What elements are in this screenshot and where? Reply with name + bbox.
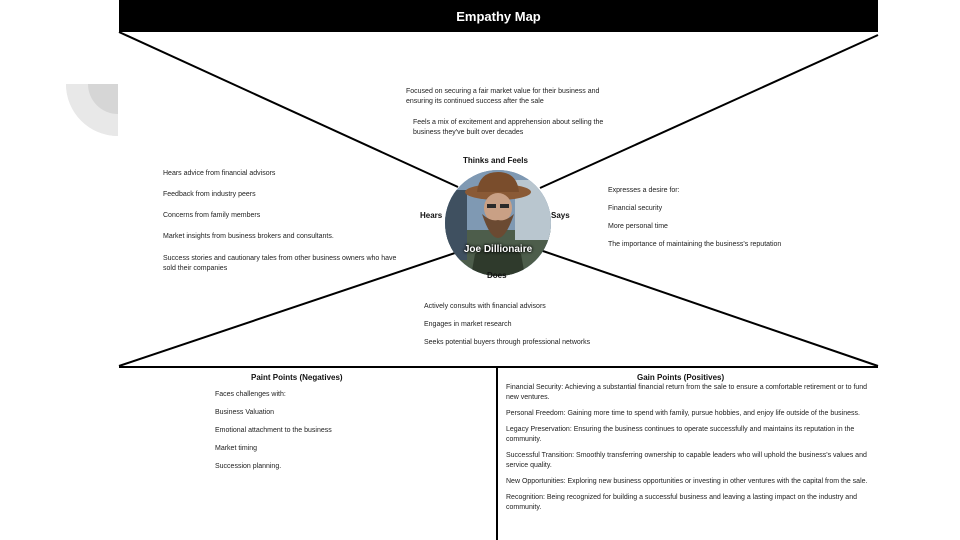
does-item: Actively consults with financial advisor…	[424, 303, 546, 310]
pain-points-list: Faces challenges with: Business Valuatio…	[215, 390, 475, 480]
pain-item: Market timing	[215, 445, 258, 452]
thinks-feels-label: Thinks and Feels	[463, 156, 528, 165]
says-label: Says	[551, 211, 570, 220]
gain-item: Legacy Preservation: Ensuring the busine…	[506, 426, 855, 443]
pain-item: Emotional attachment to the business	[215, 427, 332, 434]
does-item: Seeks potential buyers through professio…	[424, 339, 591, 346]
hears-item: Success stories and cautionary tales fro…	[163, 255, 397, 272]
pain-item: Succession planning.	[215, 463, 282, 470]
diagonal-bottom-left	[118, 251, 459, 367]
hears-item: Market insights from business brokers an…	[163, 233, 334, 240]
pain-points-title: Paint Points (Negatives)	[251, 373, 343, 382]
gain-item: Successful Transition: Smoothly transfer…	[506, 452, 867, 469]
gain-points-title: Gain Points (Positives)	[637, 373, 725, 382]
hears-label: Hears	[420, 211, 443, 220]
hears-item: Feedback from industry peers	[163, 191, 256, 198]
page-title: Empathy Map	[456, 9, 541, 24]
does-label: Does	[487, 271, 507, 280]
hears-item: Concerns from family members	[163, 212, 261, 219]
gain-points-list: Financial Security: Achieving a substant…	[506, 383, 876, 519]
says-item: More personal time	[608, 223, 668, 230]
diagonal-top-left	[118, 31, 459, 188]
persona-photo	[445, 170, 551, 276]
gain-item: Recognition: Being recognized for buildi…	[506, 494, 857, 511]
persona-name: Joe Dillionaire	[463, 244, 533, 255]
persona-avatar: Joe Dillionaire	[445, 170, 551, 276]
thinks-item: Focused on securing a fair market value …	[406, 88, 600, 105]
gain-item: Financial Security: Achieving a substant…	[506, 384, 868, 401]
does-item: Engages in market research	[424, 321, 512, 328]
says-item: The importance of maintaining the busine…	[608, 241, 782, 248]
page-title-bar: Empathy Map	[119, 0, 878, 32]
diagonal-bottom-right	[539, 249, 879, 367]
thinks-item: Feels a mix of excitement and apprehensi…	[413, 119, 604, 136]
hears-item: Hears advice from financial advisors	[163, 170, 276, 177]
gain-item: Personal Freedom: Gaining more time to s…	[506, 410, 860, 417]
says-item: Financial security	[608, 205, 663, 212]
decorative-arc-shape	[66, 84, 118, 136]
gain-item: New Opportunities: Exploring new busines…	[506, 478, 868, 485]
pain-item: Business Valuation	[215, 409, 275, 416]
diagonal-top-right	[539, 34, 879, 189]
pain-item: Faces challenges with:	[215, 391, 286, 398]
says-item: Expresses a desire for:	[608, 187, 680, 194]
